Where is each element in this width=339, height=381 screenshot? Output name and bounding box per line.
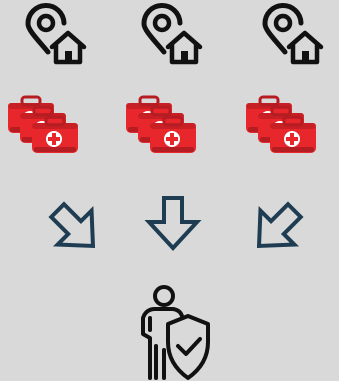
- home-location-pin-icon-3: [265, 5, 321, 62]
- arrow-down-icon: [149, 198, 197, 248]
- arrow-down-left-icon: [242, 194, 311, 263]
- home-location-pin-icon-2: [144, 5, 200, 62]
- home-location-pin-icon-1: [28, 5, 84, 62]
- first-aid-kit-group-1: [8, 97, 78, 153]
- arrow-down-right-icon: [41, 194, 110, 263]
- first-aid-kit-group-3: [246, 97, 316, 153]
- first-aid-kit-group-2: [126, 97, 196, 153]
- person-with-shield-check-icon: [143, 287, 208, 378]
